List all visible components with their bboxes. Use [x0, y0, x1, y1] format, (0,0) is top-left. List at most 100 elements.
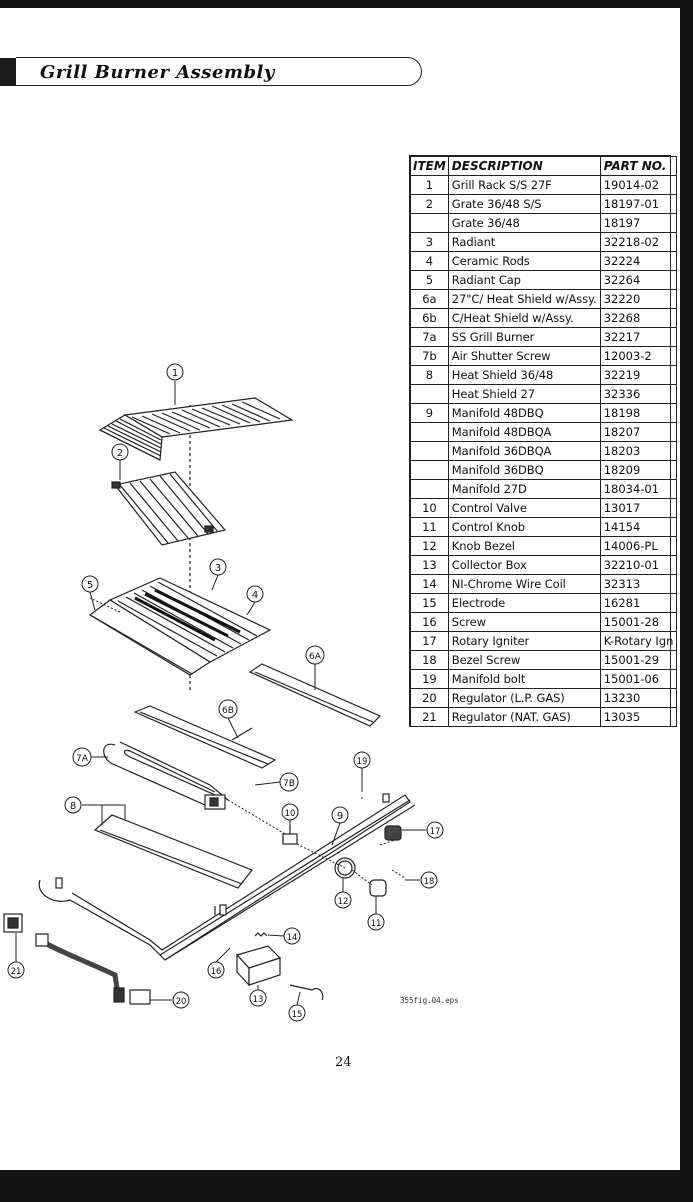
wire-coil-part [254, 932, 268, 937]
cell-part-no: 19014-02 [599, 175, 678, 195]
cell-part-no: 13017 [599, 498, 678, 518]
svg-text:10: 10 [285, 809, 296, 819]
cell-description: Radiant [447, 232, 601, 252]
svg-text:11: 11 [371, 919, 382, 929]
callout-18: 18 [405, 871, 438, 889]
cell-part-no: 18198 [599, 403, 678, 423]
regulator-21-part [3, 913, 23, 933]
right-edge-band [680, 8, 693, 1170]
svg-text:20: 20 [176, 997, 187, 1007]
electrode-part [289, 984, 324, 1001]
cell-part-no: 32217 [599, 327, 678, 347]
cell-item: 2 [410, 194, 449, 214]
cell-description: Air Shutter Screw [447, 346, 601, 366]
radiant-part [88, 577, 272, 676]
cell-part-no: 18197 [599, 213, 678, 233]
svg-text:6A: 6A [309, 652, 322, 662]
cell-description: Manifold 36DBQ [447, 460, 601, 480]
collector-box-part [235, 945, 282, 987]
svg-text:12: 12 [338, 897, 349, 907]
cell-part-no: 12003-2 [599, 346, 678, 366]
svg-text:1: 1 [172, 368, 178, 379]
callout-21: 21 [7, 933, 25, 979]
cell-item: 13 [410, 555, 449, 575]
cell-item: 11 [410, 517, 449, 537]
callout-19: 19 [353, 751, 371, 792]
exploded-diagram: 1 2 3 4 5 6A 6B [3, 363, 444, 1022]
callout-7b: 7B [254, 772, 299, 792]
svg-text:16: 16 [211, 967, 222, 977]
svg-text:7A: 7A [76, 754, 89, 764]
cell-part-no: 32268 [599, 308, 678, 328]
svg-text:17: 17 [430, 827, 441, 837]
cell-description: NI-Chrome Wire Coil [447, 574, 601, 594]
callout-9: 9 [331, 806, 349, 846]
header-item: ITEM [410, 156, 449, 176]
callout-1: 1 [166, 363, 184, 405]
cell-part-no: 18203 [599, 441, 678, 461]
header-part-no: PART NO. [599, 156, 678, 176]
callout-8: 8 [64, 796, 126, 825]
cell-item: 21 [410, 707, 449, 727]
cell-part-no: 32264 [599, 270, 678, 290]
cell-part-no: K-Rotary Ign [599, 631, 678, 651]
burner-7a-part [103, 741, 229, 810]
bottom-bar [0, 1170, 693, 1202]
cell-description: Manifold 48DBQA [447, 422, 601, 442]
svg-text:2: 2 [117, 448, 123, 459]
svg-text:8: 8 [70, 801, 76, 812]
svg-text:18: 18 [424, 877, 435, 887]
cell-description: Collector Box [447, 555, 601, 575]
heat-shield-8-part [93, 814, 253, 915]
manifold-part [38, 793, 416, 961]
callout-3: 3 [209, 558, 227, 591]
svg-text:21: 21 [11, 967, 22, 977]
control-knob-part [369, 879, 387, 897]
knob-bezel-inner [337, 860, 353, 876]
cell-item: 4 [410, 251, 449, 271]
cell-item: 1 [410, 175, 449, 195]
cell-description: Manifold 36DBQA [447, 441, 601, 461]
cell-description: Heat Shield 36/48 [447, 365, 601, 385]
svg-text:5: 5 [87, 580, 93, 591]
page-title: Grill Burner Assembly [40, 62, 275, 83]
callouts: 1 2 3 4 5 6A 6B [7, 363, 444, 1022]
cell-part-no: 15001-28 [599, 612, 678, 632]
cell-item: 7b [410, 346, 449, 366]
svg-text:9: 9 [337, 811, 343, 822]
cell-description: Grate 36/48 [447, 213, 601, 233]
cell-description: Screw [447, 612, 601, 632]
callout-17: 17 [402, 821, 444, 839]
callout-16: 16 [207, 947, 231, 979]
svg-text:19: 19 [357, 757, 368, 767]
cell-part-no: 16281 [599, 593, 678, 613]
cell-item: 6a [410, 289, 449, 309]
cell-part-no: 15001-29 [599, 650, 678, 670]
cell-item: 5 [410, 270, 449, 290]
cell-part-no: 18209 [599, 460, 678, 480]
svg-text:6B: 6B [222, 706, 234, 716]
cell-description: Manifold 48DBQ [447, 403, 601, 423]
cell-part-no: 32336 [599, 384, 678, 404]
cell-description: SS Grill Burner [447, 327, 601, 347]
cell-description: Ceramic Rods [447, 251, 601, 271]
svg-text:3: 3 [215, 563, 221, 574]
callout-4: 4 [246, 585, 264, 616]
cell-part-no: 18207 [599, 422, 678, 442]
cell-part-no: 18034-01 [599, 479, 678, 499]
svg-text:14: 14 [287, 933, 298, 943]
cell-item: 6b [410, 308, 449, 328]
svg-text:7B: 7B [283, 779, 295, 789]
